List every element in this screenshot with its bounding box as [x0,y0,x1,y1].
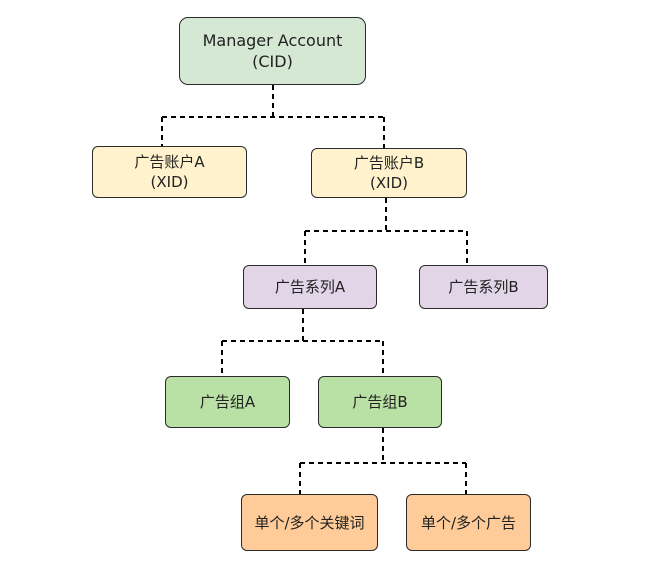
ad-account-b-node: 广告账户B (XID) [311,148,467,198]
campaign-b-label: 广告系列B [448,278,519,296]
ad-account-b-id: (XID) [370,174,408,192]
keywords-node: 单个/多个关键词 [241,494,378,551]
campaign-a-node: 广告系列A [243,265,377,309]
keywords-label: 单个/多个关键词 [254,513,365,532]
ad-account-a-label: 广告账户A [134,153,205,171]
ad-group-b-node: 广告组B [318,376,442,428]
ads-label: 单个/多个广告 [420,513,517,532]
ad-group-b-label: 广告组B [352,393,408,411]
ad-account-a-id: (XID) [150,173,189,191]
ad-group-a-node: 广告组A [165,376,290,428]
ad-account-b-label: 广告账户B [353,154,425,172]
manager-account-id: (CID) [252,52,293,71]
connector-manager-to-accounts [161,85,385,148]
ad-group-a-label: 广告组A [199,393,256,411]
campaign-a-label: 广告系列A [274,278,346,296]
ad-account-a-node: 广告账户A (XID) [92,146,247,198]
manager-account-node: Manager Account (CID) [179,17,366,85]
manager-account-label: Manager Account [202,31,343,50]
connector-account-b-to-campaigns [304,198,468,265]
connector-adgroup-b-to-leaves [299,428,467,494]
ads-node: 单个/多个广告 [406,494,531,551]
connector-campaign-a-to-adgroups [221,309,384,376]
campaign-b-node: 广告系列B [419,265,548,309]
